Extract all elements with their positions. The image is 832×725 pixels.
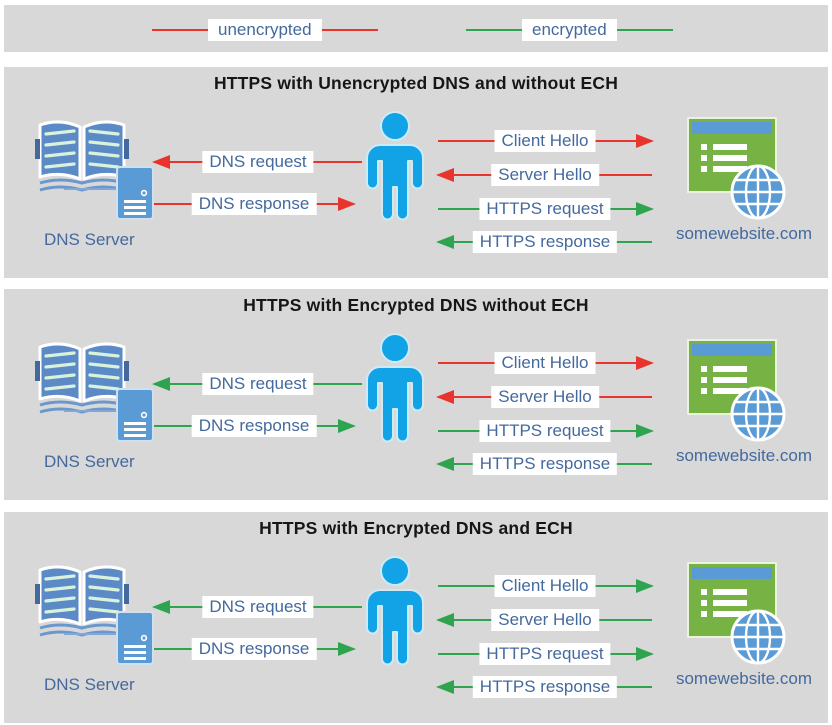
arrow-head [636, 356, 654, 370]
arrow-https-response: HTTPS response [436, 453, 654, 475]
arrow-label: Client Hello [494, 575, 596, 597]
arrow-head [436, 168, 454, 182]
dns-server-icon [35, 565, 154, 665]
arrow-head [636, 202, 654, 216]
arrow-server-hello: Server Hello [436, 609, 654, 631]
arrow-head [636, 424, 654, 438]
legend-bar: unencrypted encrypted [4, 5, 828, 52]
arrow-head [636, 647, 654, 661]
panel-unencrypted-dns-no-ech: HTTPS with Unencrypted DNS and without E… [4, 67, 828, 278]
globe-icon [730, 386, 786, 442]
dns-server-caption: DNS Server [44, 675, 135, 694]
arrow-head [338, 197, 356, 211]
open-book-icon [35, 120, 129, 192]
arrow-label: HTTPS response [472, 453, 618, 475]
arrow-label: HTTPS response [472, 676, 618, 698]
website-caption: somewebsite.com [675, 446, 813, 465]
person-icon [366, 111, 424, 221]
server-icon [116, 166, 154, 220]
open-book-icon [35, 342, 129, 414]
legend-line-right [321, 29, 378, 31]
arrow-label: HTTPS request [479, 643, 611, 665]
arrow-client-hello: Client Hello [436, 130, 654, 152]
arrow-label: HTTPS request [479, 420, 611, 442]
arrow-dns-response: DNS response [152, 638, 356, 660]
person-icon [366, 333, 424, 443]
legend-item-encrypted: encrypted [466, 19, 673, 41]
arrow-label: DNS response [191, 638, 317, 660]
arrow-head [436, 457, 454, 471]
person-icon [366, 556, 424, 666]
arrow-head [436, 235, 454, 249]
legend-label: unencrypted [208, 19, 322, 41]
arrow-label: Server Hello [491, 609, 599, 631]
server-icon [116, 611, 154, 665]
legend-item-unencrypted: unencrypted [152, 19, 378, 41]
dns-server-caption: DNS Server [44, 452, 135, 471]
arrow-label: DNS request [202, 151, 314, 173]
website-icon [687, 117, 786, 220]
arrow-server-hello: Server Hello [436, 164, 654, 186]
panel-title: HTTPS with Unencrypted DNS and without E… [213, 73, 619, 93]
arrow-https-request: HTTPS request [436, 420, 654, 442]
legend-line-left [152, 29, 208, 31]
globe-icon [730, 164, 786, 220]
website-caption: somewebsite.com [675, 224, 813, 243]
panel-title: HTTPS with Encrypted DNS and ECH [259, 518, 573, 538]
panel-title: HTTPS with Encrypted DNS without ECH [243, 295, 589, 315]
website-icon [687, 562, 786, 665]
arrow-head [636, 134, 654, 148]
dns-server-icon [35, 120, 154, 220]
arrow-head [338, 642, 356, 656]
arrow-label: DNS response [191, 193, 317, 215]
dns-server-icon [35, 342, 154, 442]
arrow-label: Client Hello [494, 352, 596, 374]
arrow-dns-response: DNS response [152, 193, 356, 215]
arrow-server-hello: Server Hello [436, 386, 654, 408]
panel-encrypted-dns-with-ech: HTTPS with Encrypted DNS and ECH DNS Se [4, 512, 828, 723]
arrow-head [338, 419, 356, 433]
arrow-dns-request: DNS request [152, 596, 364, 618]
arrow-dns-request: DNS request [152, 151, 364, 173]
arrow-head [436, 613, 454, 627]
arrow-head [436, 680, 454, 694]
arrow-label: Server Hello [491, 386, 599, 408]
legend-line-right [616, 29, 673, 31]
website-icon [687, 339, 786, 442]
arrow-label: Client Hello [494, 130, 596, 152]
arrow-label: DNS response [191, 415, 317, 437]
arrow-label: HTTPS response [472, 231, 618, 253]
panel-encrypted-dns-no-ech: HTTPS with Encrypted DNS without ECH DN [4, 289, 828, 500]
arrow-https-request: HTTPS request [436, 198, 654, 220]
arrow-client-hello: Client Hello [436, 575, 654, 597]
open-book-icon [35, 565, 129, 637]
arrow-dns-request: DNS request [152, 373, 364, 395]
arrow-head [636, 579, 654, 593]
arrow-label: DNS request [202, 373, 314, 395]
server-icon [116, 388, 154, 442]
website-caption: somewebsite.com [675, 669, 813, 688]
arrow-head [152, 600, 170, 614]
globe-icon [730, 609, 786, 665]
arrow-dns-response: DNS response [152, 415, 356, 437]
arrow-label: HTTPS request [479, 198, 611, 220]
arrow-client-hello: Client Hello [436, 352, 654, 374]
arrow-head [152, 377, 170, 391]
arrow-head [152, 155, 170, 169]
arrow-label: DNS request [202, 596, 314, 618]
legend-label: encrypted [522, 19, 617, 41]
arrow-label: Server Hello [491, 164, 599, 186]
arrow-https-response: HTTPS response [436, 231, 654, 253]
legend-line-left [466, 29, 522, 31]
arrow-https-request: HTTPS request [436, 643, 654, 665]
arrow-head [436, 390, 454, 404]
dns-server-caption: DNS Server [44, 230, 135, 249]
arrow-https-response: HTTPS response [436, 676, 654, 698]
